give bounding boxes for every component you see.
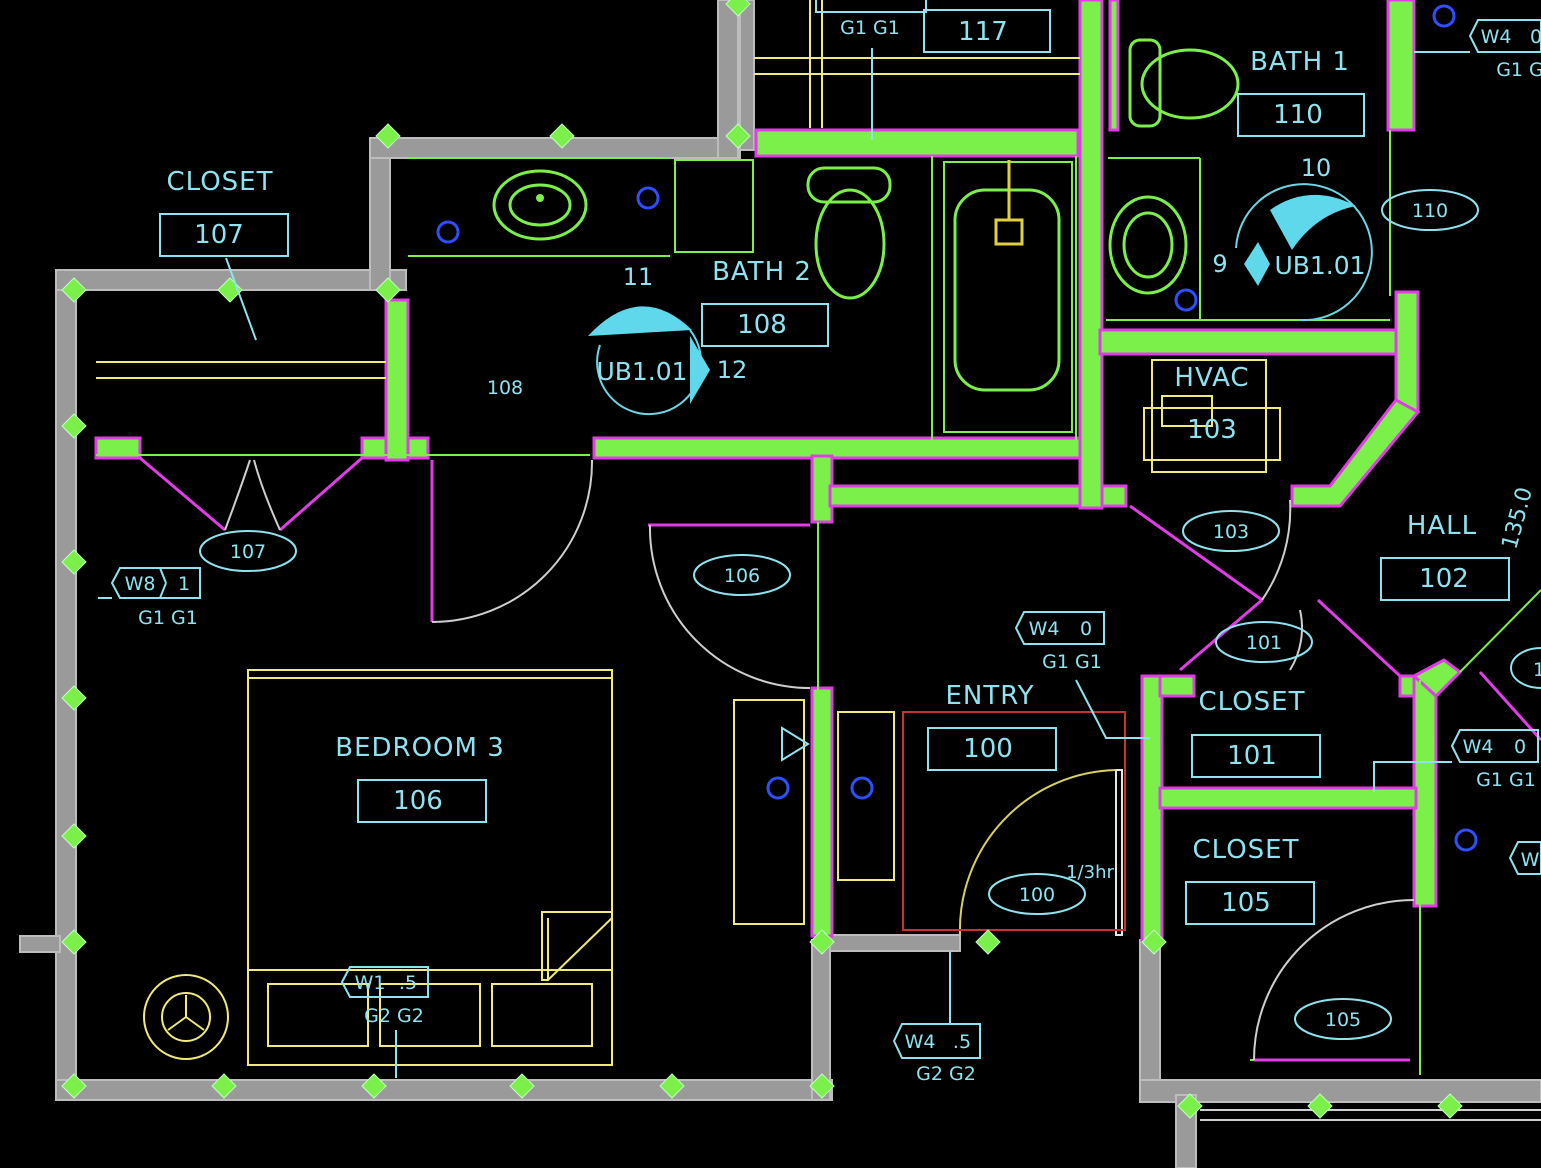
w4-topright-glaze: G1 G <box>1496 59 1541 81</box>
w-edge-type: W <box>1521 849 1540 871</box>
bath2-fixtures <box>492 159 1073 433</box>
bedroom-3-door-tag <box>693 554 791 596</box>
interior-walls <box>94 0 1463 942</box>
window-tag-w1: W1 .5 G2 G2 <box>340 966 429 1078</box>
closet-105-label: CLOSET <box>1193 835 1300 865</box>
window-tag-w4-bottom: W4 .5 G2 G2 <box>892 952 981 1085</box>
room-117-glaze: G1 G1 <box>840 17 900 39</box>
window-tag-w4-topright: W4 0 G1 G <box>1414 19 1541 81</box>
closet-107-door-tag <box>199 530 297 572</box>
bath-1-number-box <box>1237 93 1365 137</box>
closet-101-door-tag <box>1215 621 1313 663</box>
grid-nodes <box>61 0 1463 1119</box>
w4-right-value: 0 <box>1514 736 1526 758</box>
bath-2-number: 108 <box>737 310 787 340</box>
w4-right-glaze: G1 G1 <box>1476 769 1536 791</box>
hvac-door-tag-text: 103 <box>1213 521 1249 543</box>
bath-2-area-tag: 108 <box>487 377 523 399</box>
w4-right-type: W4 <box>1463 736 1494 758</box>
hvac-number: 103 <box>1187 415 1237 445</box>
w4-entry-type: W4 <box>1029 618 1060 640</box>
w4-bottom-type: W4 <box>905 1031 936 1053</box>
ub-bath1-dim-top: 10 <box>1301 154 1332 182</box>
closet-107-label: CLOSET <box>167 167 274 197</box>
bath-1-door-tag <box>1381 189 1479 231</box>
ub-bath1-label: UB1.01 <box>1274 251 1365 280</box>
window-tag-w-edge: W <box>1508 841 1541 875</box>
w4-topright-type: W4 <box>1481 26 1512 48</box>
entry-label: ENTRY <box>945 681 1034 711</box>
hvac-door-tag <box>1182 510 1280 552</box>
doors <box>139 456 1541 1062</box>
closet-107-door-tag-text: 107 <box>230 541 266 563</box>
w4-bottom-glaze: G2 G2 <box>916 1063 976 1085</box>
dimension-label: 135.0 <box>1497 485 1537 552</box>
room-117-number-box <box>923 9 1051 53</box>
hvac-label: HVAC <box>1174 363 1249 393</box>
w1-type: W1 <box>355 972 386 994</box>
window-tag-w4-entry: W4 0 G1 G1 <box>1014 611 1150 739</box>
w8-type: W8 <box>125 573 156 595</box>
entry-number: 100 <box>963 734 1013 764</box>
bedroom-furniture <box>143 669 895 1066</box>
ub-clearance-bath2 <box>588 306 710 416</box>
w1-glaze: G2 G2 <box>364 1005 424 1027</box>
fire-rating-label: 1/3hr <box>1066 862 1114 883</box>
w4-topright-value: 0 <box>1530 26 1541 48</box>
hall-number-box <box>1380 557 1510 601</box>
plumbing-symbols <box>436 4 1478 852</box>
w4-entry-value: 0 <box>1080 618 1092 640</box>
closet-101-label: CLOSET <box>1199 687 1306 717</box>
bath-1-number: 110 <box>1273 100 1323 130</box>
hvac-unit <box>1143 359 1281 473</box>
ub-bath1-dim-left: 9 <box>1212 250 1227 278</box>
window-tag-w4-right: W4 0 G1 G1 <box>1373 729 1539 792</box>
closet-101-number: 101 <box>1227 741 1277 771</box>
closet-107-number: 107 <box>194 220 244 250</box>
entry-number-box <box>927 727 1057 771</box>
bath-1-label: BATH 1 <box>1250 47 1350 77</box>
w4-bottom-value: .5 <box>953 1031 971 1053</box>
w1-value: .5 <box>399 972 417 994</box>
ub-bath2-dim-right: 12 <box>717 356 748 384</box>
partition-lines <box>96 130 1541 1075</box>
w4-entry-glaze: G1 G1 <box>1042 651 1102 673</box>
entry-door-tag-text: 100 <box>1019 884 1055 906</box>
bedroom-3-label: BEDROOM 3 <box>335 733 505 763</box>
ub-bath2-dim-left: 11 <box>623 263 654 291</box>
hall-number: 102 <box>1419 564 1469 594</box>
closet-101-number-box <box>1191 734 1321 778</box>
bath-1-door-tag-text: 110 <box>1412 200 1448 222</box>
bath1-fixtures <box>1108 38 1240 295</box>
ub-bath2-label: UB1.01 <box>596 357 687 386</box>
w8-glaze: G1 G1 <box>138 607 198 629</box>
partial-right-tag: 1 <box>1533 659 1541 681</box>
w8-value: 1 <box>178 573 190 595</box>
bedroom-3-number-box <box>357 779 487 823</box>
closet-105-number: 105 <box>1221 888 1271 918</box>
room-117-number: 117 <box>958 17 1008 47</box>
bedroom-3-door-tag-text: 106 <box>724 565 760 587</box>
bath-2-number-box <box>701 303 829 347</box>
bath-2-label: BATH 2 <box>712 257 812 287</box>
closet-105-door-tag-text: 105 <box>1325 1009 1361 1031</box>
ub-clearance-bath1 <box>1235 183 1373 322</box>
closet-107-number-box <box>159 213 289 257</box>
bedroom-3-number: 106 <box>393 786 443 816</box>
window-tag-w8: W8 1 G1 G1 <box>98 567 201 629</box>
closet-101-door-tag-text: 101 <box>1246 632 1282 654</box>
hall-label: HALL <box>1407 511 1477 541</box>
room-117-lines <box>96 0 1080 379</box>
closet-105-number-box <box>1185 881 1315 925</box>
entry-door-tag <box>988 873 1086 915</box>
closet-105-door-tag <box>1294 998 1392 1040</box>
